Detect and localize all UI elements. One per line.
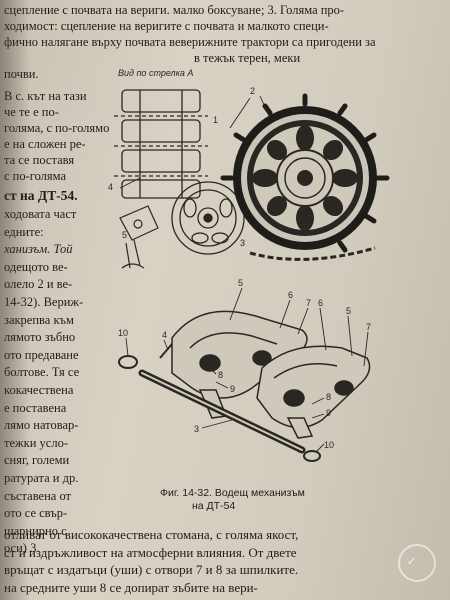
callout-label: 8: [218, 370, 223, 380]
callout-label: 4: [108, 182, 113, 192]
text-line: че те е по-: [4, 105, 59, 119]
watermark-icon: ✓: [407, 556, 417, 568]
left-column-text: В с. кът на тази че те е по- голяма, с п…: [4, 88, 109, 184]
text-line: тежки усло-: [4, 435, 68, 450]
callout-label: 5: [122, 230, 127, 240]
text-line: връщат с издатъци (уши) с отвори 7 и 8 з…: [4, 562, 299, 577]
text-line: закрепва към: [4, 312, 74, 327]
callout-label: 9: [326, 408, 331, 418]
callout-label: 4: [162, 330, 167, 340]
section-heading: ст на ДТ-54.: [4, 188, 78, 203]
callout-label: 9: [230, 384, 235, 394]
callout-label: 7: [306, 298, 311, 308]
callout-label: 3: [194, 424, 199, 434]
callout-label: 1: [213, 115, 218, 125]
track-link-drawing: 5 6 7 6 5 7 10 4 8 9 3 8 9 10: [118, 278, 371, 462]
text-line: кокачествена: [4, 382, 74, 397]
view-label: Вид по стрелка А: [118, 68, 193, 78]
callout-label: 2: [250, 86, 255, 96]
text-line: ханизъм. Той: [4, 242, 73, 257]
text-line: на средните уши 8 се допират зъбите на в…: [4, 579, 258, 595]
text-line: почви.: [4, 67, 39, 81]
callout-label: 3: [240, 238, 245, 248]
callout-label: 10: [324, 440, 334, 450]
text-line: В с. кът на тази: [4, 89, 87, 103]
callout-label: 10: [118, 328, 128, 338]
callout-label: 8: [326, 392, 331, 402]
track-links: [114, 89, 208, 199]
text-line: едните:: [4, 224, 44, 239]
top-paragraph: сцепление с почвата на вериги. малко бок…: [4, 2, 376, 82]
text-line: сцепление с почвата на вериги. малко бок…: [4, 3, 345, 17]
text-line: олело 2 и ве-: [4, 277, 73, 292]
text-line: фично налягане върху почвата веверижните…: [4, 35, 376, 49]
text-line: ото предаване: [4, 347, 79, 362]
text-line: с по-голяма: [4, 169, 67, 183]
sprocket-drawing: Вид по стрелка А: [108, 68, 390, 269]
text-line: е на сложен ре-: [4, 137, 86, 151]
bracket: [119, 205, 159, 269]
text-line: сняг, големи: [4, 453, 70, 468]
text-line: лямо натовар-: [4, 418, 79, 433]
caption-line: на ДТ-54: [192, 500, 236, 512]
text-line: оси) 3.: [4, 541, 40, 556]
text-line: ходимост: сцепление на веригите с почват…: [4, 19, 329, 33]
text-line: шарнирно с: [4, 523, 67, 538]
caption-line: Фиг. 14-32. Водещ механизъм: [160, 487, 305, 499]
text-line: отливат от висококачествена стомана, с г…: [4, 527, 299, 542]
text-line: одещото ве-: [4, 259, 68, 274]
text-line: ст и издръжливост на атмосферни влияния.…: [4, 544, 297, 560]
left-column-text-2: ходовата част едните: ханизъм. Той одещо…: [4, 206, 83, 558]
callout-label: 5: [346, 306, 351, 316]
text-line: 14-32). Вериж-: [4, 294, 84, 309]
text-line: голяма, с по-голямо: [4, 121, 110, 135]
text-line: съставена от: [4, 488, 72, 503]
figure-caption: Фиг. 14-32. Водещ механизъм на ДТ-54: [160, 487, 305, 513]
text-line: лямото зъбно: [4, 330, 76, 345]
text-line: болтове. Тя се: [4, 365, 80, 380]
watermark-logo: ✓: [398, 544, 436, 582]
drive-sprocket: [220, 93, 390, 261]
text-line: ото се свър-: [4, 506, 68, 521]
callout-label: 5: [238, 278, 243, 288]
text-line: та се поставя: [4, 153, 75, 167]
text-line: е поставена: [4, 400, 67, 415]
callout-label: 6: [318, 298, 323, 308]
callout-label: 6: [288, 290, 293, 300]
bottom-paragraph: отливат от висококачествена стомана, с г…: [4, 526, 298, 596]
text-line: в тежък терен, меки: [194, 51, 301, 65]
text-line: ходовата част: [4, 207, 77, 221]
idler-wheel: [171, 181, 245, 255]
callout-label: 7: [366, 322, 371, 332]
text-line: ратурата и др.: [4, 470, 79, 485]
